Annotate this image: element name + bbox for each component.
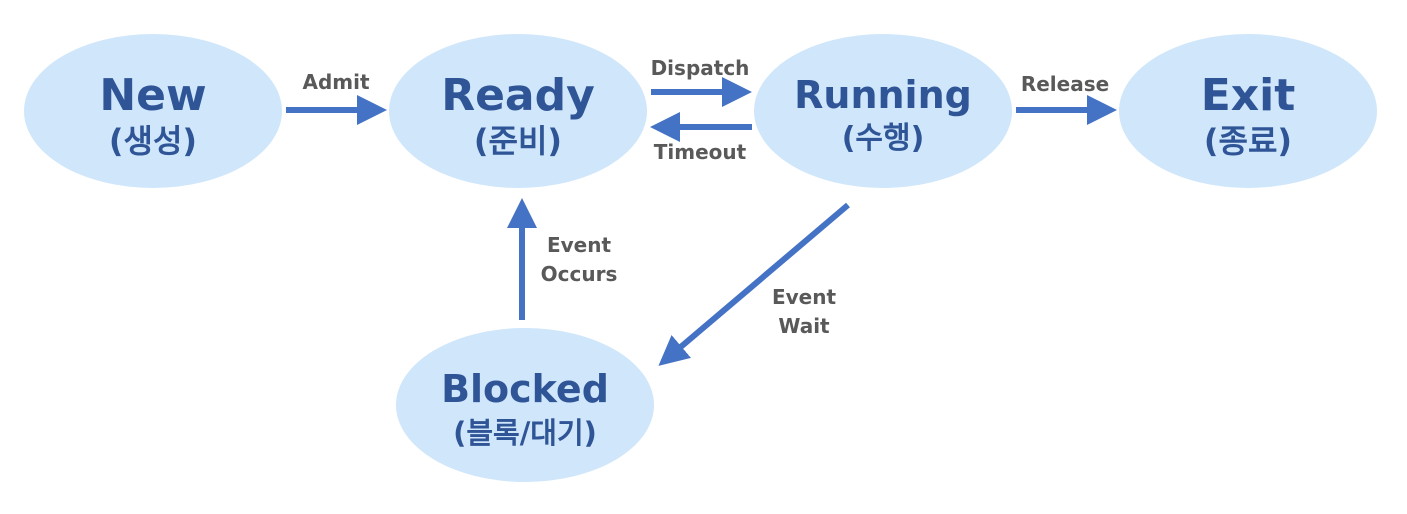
state-new-sub: (생성) (109, 122, 197, 160)
state-blocked-name: Blocked (441, 367, 609, 411)
label-admit: Admit (302, 70, 369, 94)
state-ready-sub: (준비) (474, 122, 562, 160)
state-exit: Exit (종료) (1119, 34, 1377, 188)
state-exit-sub: (종료) (1204, 122, 1292, 160)
state-blocked-shape (396, 328, 654, 482)
label-event-occurs-line2: Occurs (541, 262, 618, 286)
state-running-shape (754, 34, 1012, 188)
arrow-event-wait (658, 202, 850, 366)
state-running-sub: (수행) (842, 121, 925, 156)
state-ready-name: Ready (441, 70, 595, 121)
state-ready-shape (389, 34, 647, 188)
state-exit-shape (1119, 34, 1377, 188)
state-running: Running (수행) (754, 34, 1012, 188)
state-exit-name: Exit (1201, 70, 1296, 121)
label-release: Release (1021, 72, 1109, 96)
state-new-shape (24, 34, 282, 188)
state-blocked: Blocked (블록/대기) (396, 328, 654, 482)
label-event-occurs-line1: Event (547, 233, 612, 257)
state-blocked-sub: (블록/대기) (453, 416, 597, 450)
state-new: New (생성) (24, 34, 282, 188)
label-event-wait-line1: Event (772, 285, 837, 309)
state-new-name: New (99, 70, 206, 121)
label-timeout: Timeout (654, 140, 747, 164)
label-dispatch: Dispatch (651, 56, 750, 80)
state-running-name: Running (794, 73, 972, 117)
state-ready: Ready (준비) (389, 34, 647, 188)
label-event-wait-line2: Wait (778, 314, 830, 338)
